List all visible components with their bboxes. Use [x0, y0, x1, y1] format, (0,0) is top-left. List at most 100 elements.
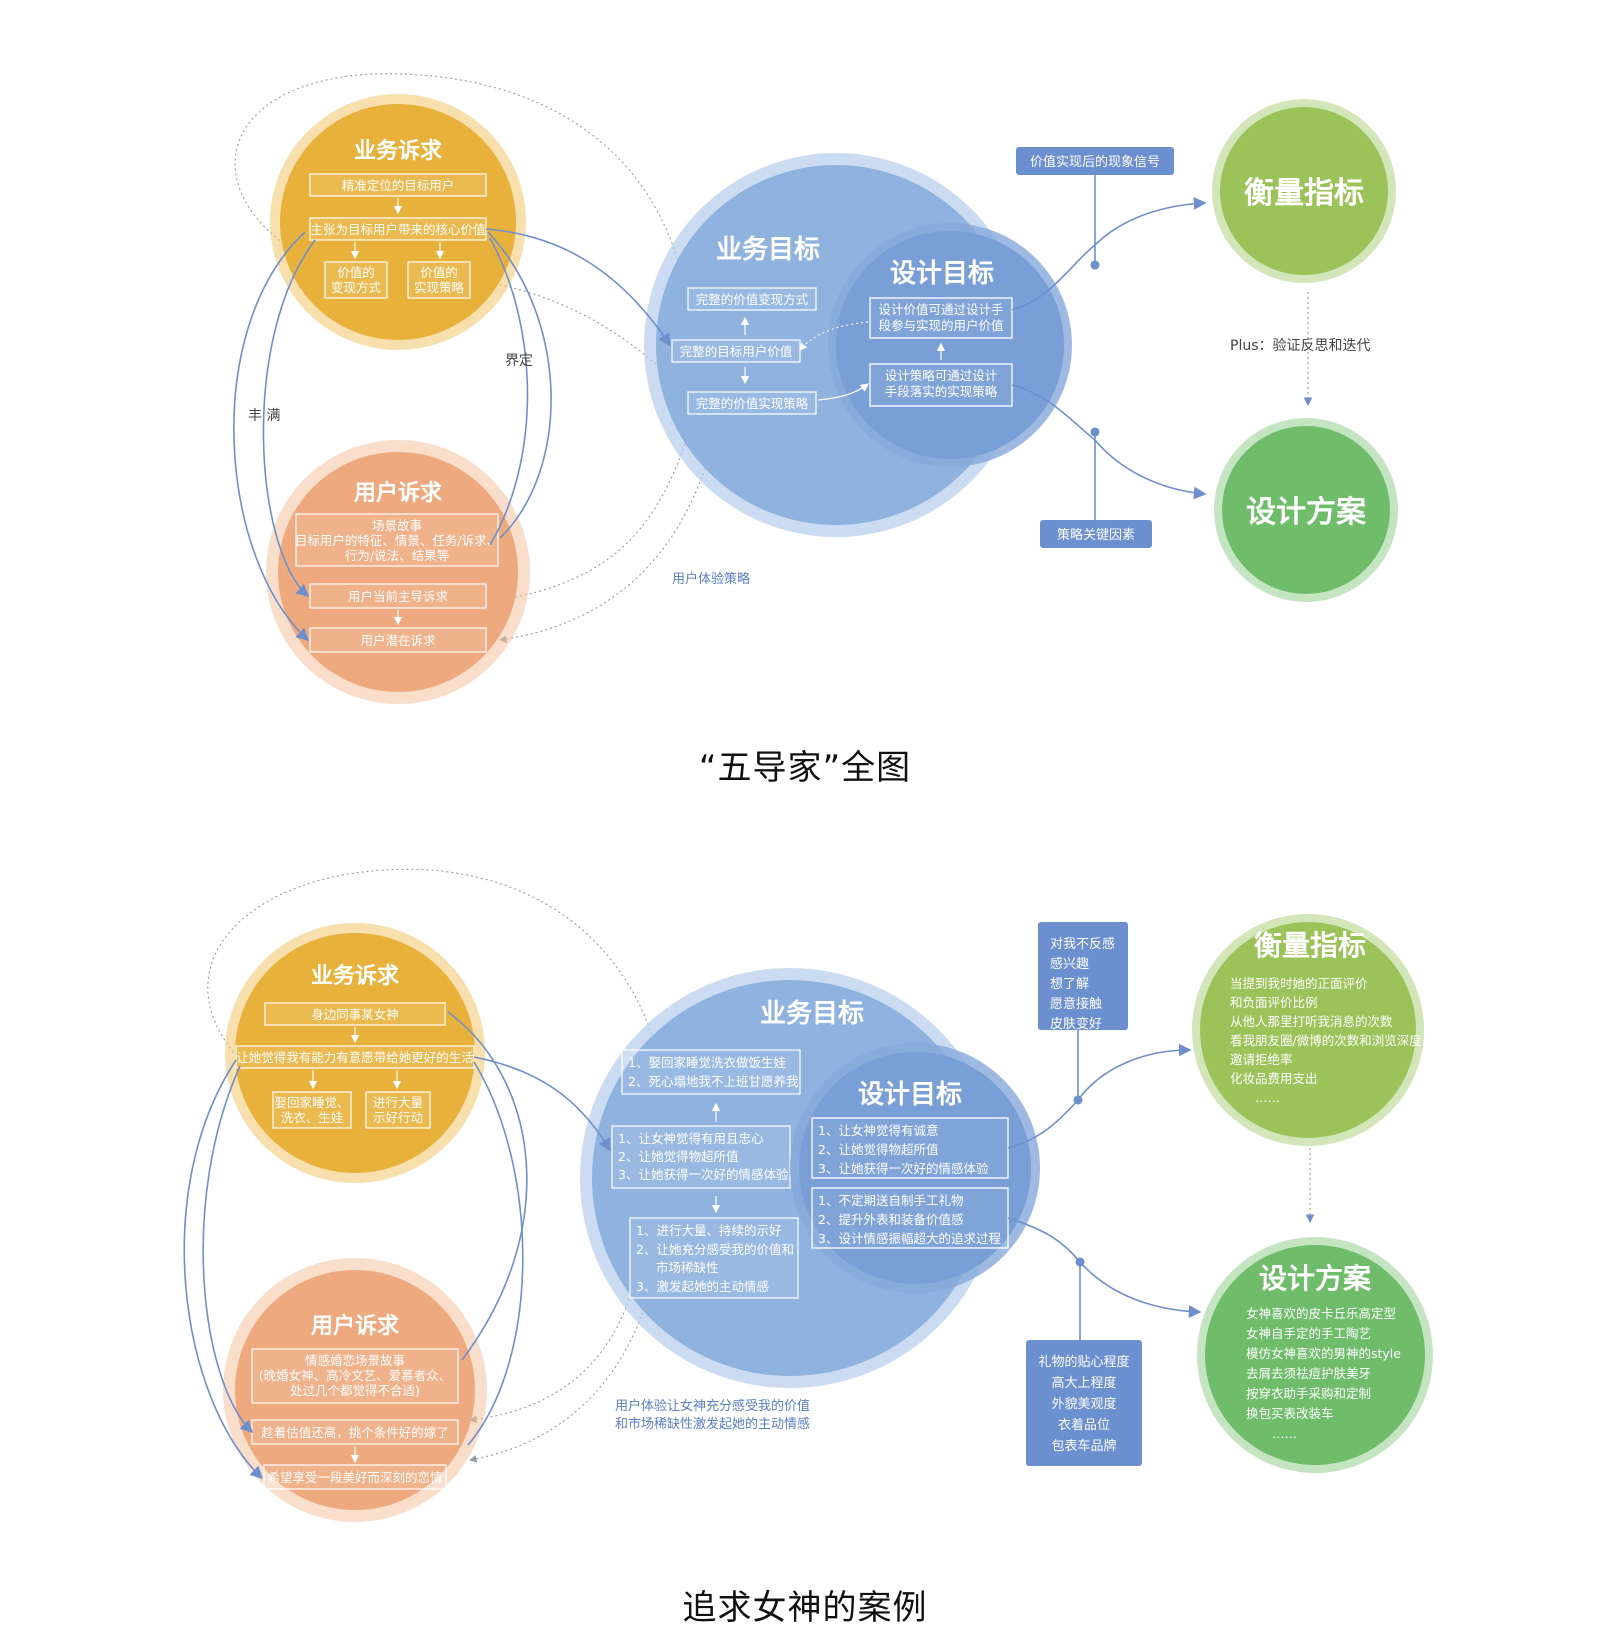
box [671, 339, 801, 363]
tag-key-factor-text: 策略关键因素 [1057, 527, 1135, 543]
tag-signal-text: 价值实现后的现象信号 [1030, 154, 1160, 170]
tag-line: 愿意接触 [1050, 996, 1102, 1012]
box [811, 1117, 1009, 1179]
design-goal-circle: 设计目标 设计价值可通过设计手 段参与实现的用户价值 设计策略可通过设计 手段落… [799, 223, 1072, 467]
box-text: 2、让她充分感受我的价值和 [636, 1242, 794, 1257]
box [309, 583, 487, 609]
box-text: 实现策略 [414, 280, 465, 295]
metric-item: …… [1255, 1090, 1280, 1105]
user-need-circle-2: 用户诉求 情感婚恋场景故事 (晚婚女神、高冷文艺、爱慕者众、 处过几个都觉得不合… [223, 1258, 487, 1522]
box-text: 让她觉得我有能力有意愿带给她更好的生活 [236, 1050, 474, 1065]
dotted-link-ux2 [498, 429, 691, 603]
box-text: 2、提升外表和装备价值感 [818, 1212, 963, 1227]
business-goal-title: 业务目标 [716, 235, 820, 265]
box [309, 173, 487, 197]
tag-key-factor [1040, 520, 1152, 548]
box-text: 示好行动 [373, 1110, 423, 1125]
business-need-circle: 业务诉求 精准定位的目标用户 主张为目标用户带来的核心价值 价值的 变现方式 价… [270, 94, 526, 350]
dotted-loop-top [234, 73, 688, 292]
box-text: 3、设计情感振幅超大的追求过程 [818, 1231, 1001, 1246]
design-goal-title: 设计目标 [858, 1080, 962, 1110]
plan-title: 设计方案 [1259, 1262, 1372, 1295]
box-text: 1、进行大量、持续的示好 [636, 1223, 781, 1238]
box-text: 2、让她觉得物超所值 [818, 1142, 938, 1157]
box-text: 希望享受一段美好而深刻的恋情 [267, 1470, 442, 1485]
label-define: 界定 [505, 353, 533, 369]
box-text: 1、不定期送自制手工礼物 [818, 1193, 963, 1208]
metric-item: 化妆品费用支出 [1230, 1071, 1318, 1086]
tag-line: 皮肤变好 [1050, 1016, 1102, 1032]
box [811, 1187, 1009, 1249]
business-need-title: 业务诉求 [354, 138, 442, 164]
label-ux-l1: 用户体验让女神充分感受我的价值 [615, 1398, 810, 1414]
box [263, 1464, 447, 1490]
tag-line: 衣着品位 [1058, 1417, 1110, 1433]
box-text: 情感婚恋场景故事 [305, 1353, 405, 1368]
user-need-title: 用户诉求 [354, 480, 442, 506]
dotted-link-realize [469, 279, 686, 396]
business-need-circle-2: 业务诉求 身边同事某女神 让她觉得我有能力有意愿带给她更好的生活 娶回家睡觉、 … [225, 923, 485, 1183]
link-right-arc1 [487, 231, 552, 539]
box-text: 3、让她获得一次好的情感体验 [818, 1161, 989, 1176]
box-text: 设计策略可通过设计 [885, 368, 998, 383]
box-text: 娶回家睡觉、 [274, 1095, 349, 1110]
box-text: 行为/说法、结果等 [345, 548, 449, 563]
box-text: 3、激发起她的主动情感 [636, 1279, 769, 1294]
box-text: 价值的 [337, 265, 375, 280]
caption-diagram-2: 追求女神的案例 [682, 1588, 928, 1628]
metric-item: 邀请拒绝率 [1230, 1052, 1293, 1067]
tag-signal-2 [1038, 922, 1128, 1030]
label-enrich: 丰 满 [248, 408, 280, 424]
link-value-to-goal [485, 228, 671, 347]
box-text: 价值的 [420, 265, 458, 280]
box [309, 627, 487, 653]
box-text: 段参与实现的用户价值 [878, 318, 1003, 333]
box [295, 513, 499, 567]
box-text: 用户潜在诉求 [360, 633, 436, 648]
plan-circle-2: 设计方案 女神喜欢的皮卡丘乐高定型 女神自手定的手工陶艺 模仿女神喜欢的男神的s… [1197, 1237, 1433, 1473]
box [272, 1091, 352, 1129]
box-text: 变现方式 [331, 280, 382, 295]
tag-line: 想了解 [1050, 976, 1089, 992]
caption-diagram-1: “五导家”全图 [698, 748, 912, 788]
box-text: 场景故事 [372, 518, 422, 533]
box-text: 1、让女神觉得有诚意 [818, 1123, 938, 1138]
box [687, 287, 817, 311]
metric-item: 和负面评价比例 [1230, 995, 1318, 1010]
box-text: 2、死心塌地我不上班甘愿养我 [628, 1074, 799, 1089]
box-text: 市场稀缺性 [656, 1260, 719, 1275]
link-left-arc1 [233, 231, 310, 642]
plan-title: 设计方案 [1246, 495, 1367, 530]
plan-item: 按穿衣助手采购和定制 [1246, 1386, 1371, 1401]
metrics-title: 衡量指标 [1244, 176, 1364, 211]
plan-circle: 设计方案 [1214, 418, 1398, 602]
metric-item: 从他人那里打听我消息的次数 [1230, 1014, 1393, 1029]
tag-line: 礼物的贴心程度 [1038, 1354, 1129, 1370]
link-left-arc2 [262, 239, 316, 598]
label-ux-strategy: 用户体验策略 [672, 571, 750, 587]
metrics-title: 衡量指标 [1254, 929, 1366, 962]
metrics-circle-2: 衡量指标 当提到我时她的正面评价 和负面评价比例 从他人那里打听我消息的次数 看… [1192, 914, 1424, 1146]
label-ux-l2: 和市场稀缺性激发起她的主动情感 [615, 1416, 810, 1432]
tag-key-factor-2 [1026, 1340, 1142, 1466]
tag-signal [1016, 147, 1174, 175]
plan-item: …… [1272, 1426, 1297, 1441]
user-need-circle: 用户诉求 场景故事 目标用户的特征、情景、任务/诉求、 行为/说法、结果等 用户… [266, 440, 530, 704]
box-text: 1、娶回家睡觉洗衣做饭生娃 [628, 1055, 786, 1070]
plan-item: 模仿女神喜欢的男神的style [1246, 1346, 1401, 1361]
box [251, 1348, 459, 1404]
box [407, 261, 471, 299]
box-text: 用户当前主导诉求 [348, 589, 449, 604]
plan-item: 女神自手定的手工陶艺 [1246, 1326, 1371, 1341]
box-text: 2、让她觉得物超所值 [618, 1149, 738, 1164]
diagram-2: 业务诉求 身边同事某女神 让她觉得我有能力有意愿带给她更好的生活 娶回家睡觉、 … [183, 868, 1433, 1522]
diagram-1: 业务诉求 精准定位的目标用户 主张为目标用户带来的核心价值 价值的 变现方式 价… [233, 73, 1398, 704]
box-text: 目标用户的特征、情景、任务/诉求、 [295, 533, 499, 548]
user-need-title: 用户诉求 [311, 1313, 399, 1339]
tag-line: 感兴趣 [1050, 956, 1089, 972]
box [611, 1125, 791, 1189]
box [324, 261, 388, 299]
tag-line: 外貌美观度 [1051, 1396, 1116, 1412]
box [365, 1091, 431, 1129]
box-text: 3、让她获得一次好的情感体验 [618, 1167, 789, 1182]
